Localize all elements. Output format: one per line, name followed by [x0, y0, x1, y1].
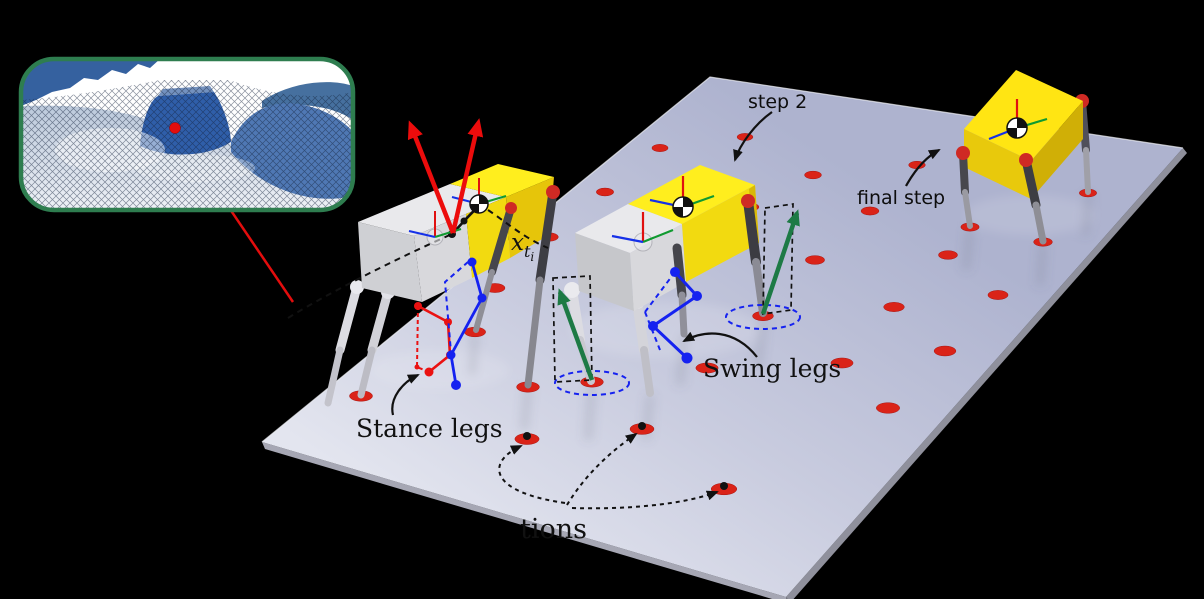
- coordinate-frame: [408, 211, 462, 246]
- foothold-dot: [860, 206, 880, 216]
- step2-label: step 2: [748, 91, 807, 113]
- foothold-label-fragment: tions: [520, 514, 587, 545]
- marked-dot-center: [523, 432, 531, 440]
- foothold-dot: [695, 362, 719, 374]
- foothold-dot: [805, 255, 825, 265]
- robot1-front-legs: [473, 185, 560, 389]
- foothold-link-arcs: [498, 432, 719, 510]
- state-arrow-right: [450, 118, 484, 234]
- inset-border: [18, 56, 356, 213]
- foothold-target-rings: [554, 304, 801, 396]
- com-trajectory-dashed-out: [487, 209, 549, 249]
- state-sub-i: i: [530, 250, 534, 264]
- trajectory-waypoint: [460, 217, 468, 225]
- foothold-dot: [883, 302, 905, 312]
- final-step-label: final step: [857, 187, 945, 209]
- terrain-ridge: [21, 59, 160, 106]
- hip-ball: [546, 185, 560, 199]
- hip-sphere: [350, 280, 364, 294]
- stance-legs-label: Stance legs: [356, 414, 503, 443]
- state-arrow-left: [407, 120, 456, 234]
- foothold-dot: [933, 345, 957, 357]
- foothold-dot: [651, 144, 669, 152]
- terrain-sample-dot: [169, 122, 181, 134]
- marked-dot-center: [720, 482, 728, 490]
- plane-right-edge-side: [786, 148, 1187, 599]
- robot3-front-legs: [956, 146, 1047, 245]
- com-trajectory-dashed-in: [287, 233, 453, 319]
- terrain-map-inset: [18, 56, 356, 213]
- target-vectors: [552, 203, 800, 383]
- robot2-body: [575, 165, 759, 311]
- reflections: [370, 193, 1095, 441]
- hip-sphere: [564, 282, 580, 298]
- hip-ball: [741, 194, 755, 208]
- marked-dot-center: [638, 422, 646, 430]
- robot-final: [956, 70, 1091, 245]
- coordinate-frame: [611, 212, 674, 252]
- hip-ball: [1019, 153, 1033, 167]
- hip-ball: [956, 146, 970, 160]
- final-step-arrow: [905, 149, 941, 187]
- foothold-dot: [876, 402, 900, 414]
- swing-legs-arrow: [682, 331, 758, 358]
- swing-leg-skeleton-mid: [644, 267, 702, 364]
- foothold-target-ring: [554, 370, 630, 396]
- robot-step-1: [287, 118, 560, 407]
- foothold-dot: [596, 187, 614, 197]
- stance-legs-arrow: [391, 374, 420, 416]
- swing-legs-label: Swing legs: [703, 354, 841, 383]
- state-variable-label: xti: [511, 230, 534, 264]
- target-arrow-left: [557, 288, 595, 381]
- center-of-mass-icon: [988, 99, 1048, 141]
- foothold-dot: [804, 170, 822, 180]
- target-frame-right: [762, 203, 794, 315]
- center-of-mass-icon: [649, 176, 715, 218]
- annotation-arrows: [391, 111, 941, 416]
- swing-leg-skeleton-left: [443, 257, 487, 390]
- step2-arrow: [733, 111, 773, 162]
- state-sub-t: t: [524, 242, 531, 261]
- foothold-dot: [830, 357, 854, 369]
- terrain-mesh-grid: [21, 80, 353, 210]
- foothold-dot: [938, 250, 958, 260]
- plane-left-edge-side: [262, 442, 787, 599]
- center-of-mass-icon: [451, 178, 507, 214]
- foothold-dot: [987, 290, 1009, 300]
- state-x: x: [511, 230, 524, 256]
- target-arrow-right: [760, 209, 800, 315]
- hip-ball: [505, 202, 517, 214]
- foothold-target-ring: [725, 304, 801, 330]
